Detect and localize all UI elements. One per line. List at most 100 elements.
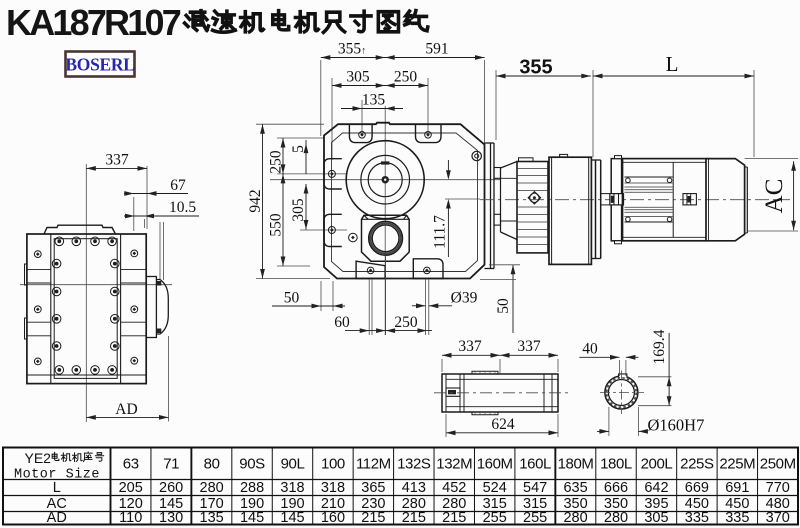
- svg-text:413: 413: [402, 480, 426, 496]
- svg-text:450: 450: [685, 496, 709, 512]
- svg-text:550: 550: [268, 213, 285, 237]
- svg-text:335: 335: [725, 510, 749, 526]
- svg-text:691: 691: [725, 480, 749, 496]
- svg-text:225M: 225M: [719, 456, 755, 473]
- svg-text:AC: AC: [47, 496, 67, 512]
- svg-text:112M: 112M: [356, 456, 391, 473]
- svg-text:169.4: 169.4: [651, 329, 668, 364]
- svg-text:370: 370: [766, 510, 790, 526]
- svg-text:AD: AD: [115, 401, 137, 418]
- svg-text:50: 50: [495, 298, 512, 314]
- svg-text:280: 280: [604, 510, 628, 526]
- svg-text:335: 335: [685, 510, 709, 526]
- svg-text:90S: 90S: [239, 456, 265, 473]
- svg-text:135: 135: [362, 92, 386, 109]
- svg-text:524: 524: [483, 480, 507, 496]
- svg-text:50: 50: [284, 290, 300, 307]
- svg-text:AD: AD: [47, 510, 67, 526]
- svg-text:110: 110: [119, 510, 142, 526]
- svg-text:942: 942: [247, 189, 264, 212]
- svg-text:255: 255: [483, 510, 507, 526]
- svg-text:L: L: [53, 480, 61, 496]
- svg-text:280: 280: [402, 496, 426, 512]
- svg-text:280: 280: [200, 480, 224, 496]
- svg-text:395: 395: [644, 496, 668, 512]
- svg-text:135: 135: [200, 510, 224, 526]
- svg-text:145: 145: [240, 510, 264, 526]
- svg-text:BOSERL: BOSERL: [65, 55, 134, 75]
- svg-text:180M: 180M: [558, 456, 594, 473]
- svg-text:132M: 132M: [436, 456, 472, 473]
- svg-text:305: 305: [644, 510, 668, 526]
- svg-text:666: 666: [604, 480, 628, 496]
- svg-text:KA187R107: KA187R107: [6, 2, 181, 43]
- svg-text:180L: 180L: [600, 456, 632, 473]
- svg-text:350: 350: [604, 496, 628, 512]
- svg-text:170: 170: [200, 496, 224, 512]
- svg-text:337: 337: [458, 338, 482, 355]
- svg-text:250M: 250M: [760, 456, 796, 473]
- svg-text:67: 67: [170, 177, 186, 194]
- svg-text:642: 642: [644, 480, 668, 496]
- svg-text:145: 145: [280, 510, 304, 526]
- svg-text:210: 210: [321, 496, 345, 512]
- svg-text:305: 305: [346, 69, 370, 86]
- svg-text:40: 40: [582, 341, 598, 358]
- svg-text:160: 160: [321, 510, 345, 526]
- svg-text:YE2: YE2: [25, 450, 52, 466]
- svg-text:480: 480: [766, 496, 790, 512]
- svg-text:160M: 160M: [477, 456, 513, 473]
- svg-text:80: 80: [204, 456, 220, 473]
- svg-text:111.7: 111.7: [432, 215, 449, 249]
- svg-text:225S: 225S: [680, 456, 714, 473]
- svg-text:160L: 160L: [519, 456, 551, 473]
- svg-text:355↑: 355↑: [338, 41, 366, 58]
- svg-text:591: 591: [425, 41, 448, 58]
- svg-text:132S: 132S: [397, 456, 431, 473]
- svg-text:250: 250: [268, 150, 285, 174]
- svg-text:635: 635: [563, 480, 587, 496]
- svg-text:215: 215: [442, 510, 466, 526]
- svg-text:350: 350: [563, 496, 587, 512]
- svg-text:355: 355: [519, 57, 552, 79]
- svg-text:145: 145: [159, 496, 183, 512]
- svg-text:250: 250: [394, 314, 418, 331]
- svg-text:130: 130: [159, 510, 183, 526]
- svg-text:315: 315: [523, 496, 547, 512]
- svg-text:5: 5: [290, 145, 307, 153]
- svg-text:288: 288: [240, 480, 264, 496]
- svg-text:315: 315: [483, 496, 507, 512]
- svg-text:255: 255: [523, 510, 547, 526]
- svg-text:337: 337: [517, 338, 541, 355]
- svg-text:Ø160H7: Ø160H7: [648, 416, 705, 435]
- svg-text:100: 100: [321, 456, 345, 473]
- svg-text:770: 770: [766, 480, 790, 496]
- svg-text:190: 190: [280, 496, 304, 512]
- svg-text:280: 280: [442, 496, 466, 512]
- svg-text:AC: AC: [761, 179, 788, 214]
- svg-text:215: 215: [361, 510, 385, 526]
- svg-text:669: 669: [685, 480, 709, 496]
- svg-text:Motor Size: Motor Size: [14, 467, 100, 482]
- svg-text:305: 305: [290, 198, 307, 222]
- svg-text:60: 60: [334, 314, 350, 331]
- svg-text:624: 624: [491, 416, 515, 433]
- svg-text:71: 71: [163, 456, 179, 473]
- svg-text:215: 215: [402, 510, 426, 526]
- svg-text:200L: 200L: [641, 456, 673, 473]
- svg-text:120: 120: [119, 496, 143, 512]
- svg-text:250: 250: [394, 69, 418, 86]
- svg-text:190: 190: [240, 496, 264, 512]
- svg-text:280: 280: [563, 510, 587, 526]
- svg-text:365: 365: [361, 480, 385, 496]
- svg-text:547: 547: [523, 480, 547, 496]
- svg-text:337: 337: [105, 152, 129, 169]
- svg-text:230: 230: [361, 496, 385, 512]
- svg-text:10.5: 10.5: [169, 199, 196, 216]
- svg-text:452: 452: [442, 480, 466, 496]
- svg-text:90L: 90L: [281, 456, 305, 473]
- svg-text:260: 260: [159, 480, 183, 496]
- svg-text:318: 318: [280, 480, 304, 496]
- svg-text:Ø39: Ø39: [451, 290, 478, 307]
- svg-text:318: 318: [321, 480, 345, 496]
